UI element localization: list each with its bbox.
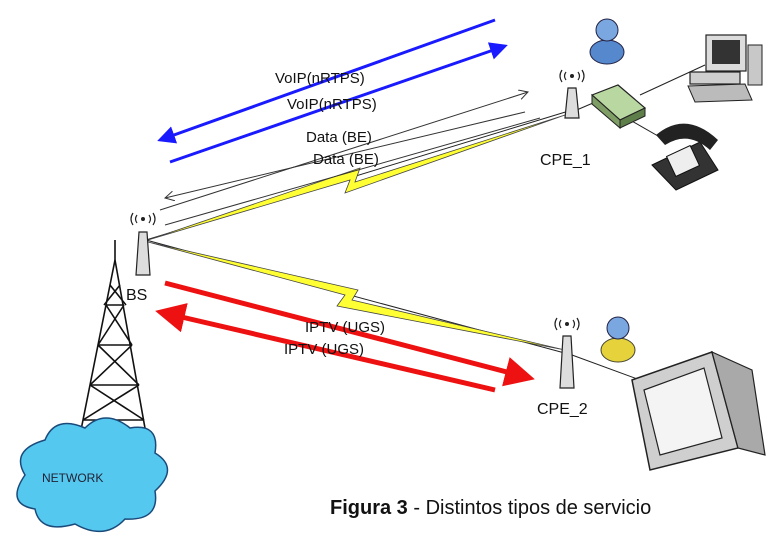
label-voip-2: VoIP(nRTPS) [287, 96, 377, 113]
caption-text: - Distintos tipos de servicio [407, 497, 652, 519]
data-arrow-3 [164, 117, 541, 226]
iptv-arrow-1 [164, 280, 535, 387]
voip-arrow-2 [169, 42, 508, 164]
tower-icon [77, 240, 149, 446]
label-iptv-1: IPTV (UGS) [305, 319, 385, 336]
label-network: NETWORK [42, 471, 103, 485]
voip-arrow-1 [157, 18, 496, 144]
antenna-icon [559, 69, 585, 119]
antenna-icon [554, 317, 580, 389]
label-bs: BS [126, 287, 147, 304]
computer-icon [687, 34, 763, 103]
link-cpe2-tv [571, 354, 641, 381]
label-cpe1: CPE_1 [540, 152, 591, 169]
cloud-icon: NETWORK [16, 417, 169, 533]
label-cpe2: CPE_2 [537, 401, 588, 418]
label-data-1: Data (BE) [306, 129, 372, 146]
user-icon [600, 316, 636, 363]
user-icon [589, 18, 625, 65]
antenna-icon [130, 212, 156, 276]
label-iptv-2: IPTV (UGS) [284, 341, 364, 358]
data-arrow-2 [165, 111, 526, 198]
label-data-2: Data (BE) [313, 151, 379, 168]
caption-prefix: Figura 3 [330, 497, 408, 519]
iptv-arrow-2 [155, 303, 496, 393]
figure-caption: Figura 3 - Distintos tipos de servicio [330, 497, 651, 520]
telephone-icon [651, 123, 719, 191]
label-voip-1: VoIP(nRTPS) [275, 70, 365, 87]
data-arrow-1 [159, 92, 528, 211]
link-modem-computer [639, 64, 706, 96]
tv-icon [631, 350, 766, 471]
modem-icon [590, 84, 647, 130]
